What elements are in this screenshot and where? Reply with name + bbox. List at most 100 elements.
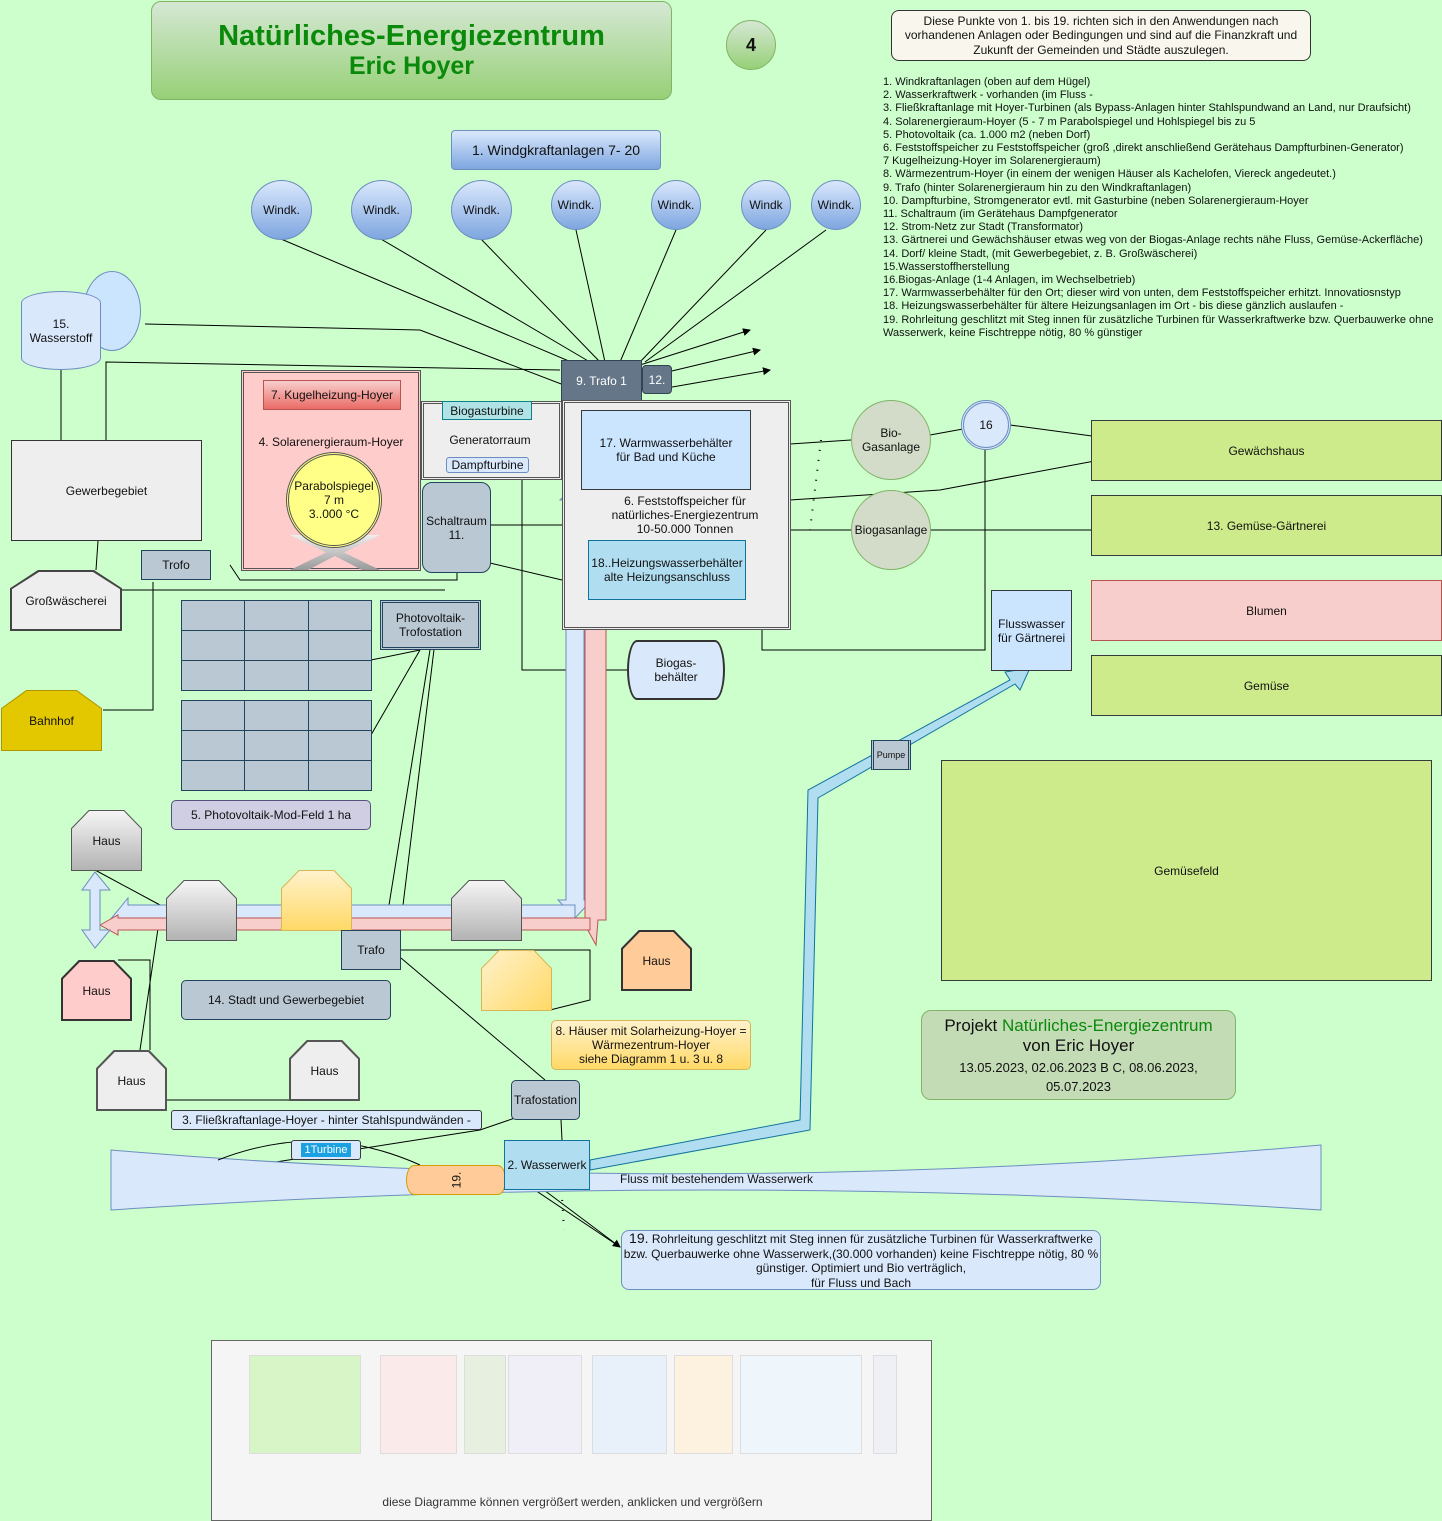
pv-trafo-label: Photovoltaik- (395, 611, 466, 625)
wind-title: 1. Windgkraftanlagen 7- 20 (451, 130, 661, 170)
project-prefix: Projekt (944, 1016, 1002, 1035)
pv-trafo-label2: Trofostation (399, 625, 462, 639)
house-frame (481, 950, 552, 1011)
legend-item: 12. Strom-Netz zur Stadt (Transformator) (883, 221, 1084, 234)
legend-item: 19. Rohrleitung geschlitzt mit Steg inne… (883, 313, 1434, 339)
bahnhof-frame: Bahnhof (1, 690, 102, 751)
wind-turbine: Windk. (451, 180, 512, 240)
project-dates: 13.05.2023, 02.06.2023 B C, 08.06.2023, (959, 1060, 1198, 1075)
project-dates2: 05.07.2023 (1045, 1079, 1112, 1094)
pipe-note: 19. Rohrleitung geschlitzt mit Steg inne… (621, 1230, 1101, 1290)
solar-houses-note-2: Wärmezentrum-Hoyer (591, 1038, 711, 1052)
gallery-thumbnail[interactable] (249, 1355, 361, 1454)
house (452, 881, 521, 940)
turbine-label: 1Turbine (291, 1140, 361, 1160)
biogas-tank-label2: behälter (654, 670, 698, 684)
flusswasser-label2: für Gärtnerei (997, 630, 1066, 645)
wind-turbine: Windk. (551, 180, 601, 230)
legend-item: 1. Windkraftanlagen (oben auf dem Hügel) (883, 76, 1091, 88)
parabol-temp: 3..000 °C (308, 507, 360, 521)
legend-item: 14. Dorf/ kleine Stadt, (mit Gewerbegebi… (883, 247, 1198, 260)
pv-panel-array (181, 700, 372, 791)
hydrogen-num: 15. (52, 316, 70, 331)
biogas1-label: Bio- (880, 426, 902, 440)
solar-room-label: 4. Solarenergieraum-Hoyer (258, 435, 404, 449)
page-title: Natürliches-Energiezentrum Eric Hoyer (151, 1, 672, 100)
house (167, 881, 236, 940)
house-frame: Haus (621, 930, 692, 991)
trafo1-box: 9. Trafo 1 (561, 360, 642, 401)
turbine-tag: 1Turbine (301, 1143, 351, 1157)
gemuese-gaertnerei: 13. Gemüse-Gärtnerei (1091, 495, 1442, 556)
gallery-thumbnail[interactable] (464, 1355, 506, 1454)
title-line2: Eric Hoyer (348, 51, 475, 80)
house-frame (281, 870, 352, 931)
heating-water-tank: 18..Heizungswasserbehälter alte Heizungs… (588, 540, 746, 600)
pipe-note-num: 19. (629, 1230, 649, 1247)
pipe-19-label: 19. (449, 1171, 463, 1189)
pipe-note-line2: für Fluss und Bach (810, 1275, 912, 1290)
legend-item: 2. Wasserkraftwerk - vorhanden (im Fluss… (883, 89, 1093, 102)
wasserwerk: 2. Wasserwerk (504, 1140, 590, 1190)
wind-turbine: Windk. (351, 180, 412, 240)
heating-sub: alte Heizungsanschluss (603, 570, 731, 584)
house-solar (282, 871, 351, 930)
hydrogen-tank: 15. Wasserstoff (21, 291, 101, 370)
house-solar (482, 951, 551, 1010)
river-label: Fluss mit bestehendem Wasserwerk (620, 1172, 813, 1186)
schaltraum-num: 11. (448, 527, 465, 542)
legend-item: 16.Biogas-Anlage (1-4 Anlagen, im Wechse… (883, 274, 1136, 287)
blumen-field: Blumen (1091, 580, 1442, 641)
house: Haus (623, 932, 690, 989)
town-trafo: Trafo (341, 930, 401, 970)
pv-panel-array (181, 600, 372, 691)
gallery-thumbnail[interactable] (592, 1355, 667, 1454)
pipe-note-text: Rohrleitung geschlitzt mit Steg innen fü… (623, 1232, 1099, 1276)
intro-note: Diese Punkte von 1. bis 19. richten sich… (891, 10, 1311, 61)
legend-item: 5. Photovoltaik (ca. 1.000 m2 (neben Dor… (883, 128, 1091, 141)
pv-trafostation: Photovoltaik- Trofostation (380, 600, 481, 650)
house-frame: Haus (61, 960, 132, 1021)
hydrogen-label: Wasserstoff (29, 330, 93, 345)
storage-capacity: 10-50.000 Tonnen (636, 522, 734, 536)
fliesskraft-label: 3. Fließkraftanlage-Hoyer - hinter Stahl… (171, 1110, 482, 1130)
biogas-plant-2: Biogasanlage (851, 490, 931, 570)
gallery-thumbnail[interactable] (740, 1355, 862, 1454)
biogas1-label2: Gasanlage (861, 440, 921, 454)
pv-field-label: 5. Photovoltaik-Mod-Feld 1 ha (171, 800, 371, 830)
gallery-thumbnail[interactable] (508, 1355, 582, 1454)
gallery-caption: diese Diagramme können vergrößert werden… (382, 1495, 763, 1509)
legend-item: 15.Wasserstoffherstellung (883, 260, 1010, 273)
diagram-gallery: diese Diagramme können vergrößert werden… (211, 1340, 932, 1521)
node-16: 16 (961, 400, 1011, 450)
legend-item: 3. Fließkraftanlage mit Hoyer-Turbinen (… (883, 102, 1411, 115)
gallery-thumbnail[interactable] (380, 1355, 457, 1454)
solar-houses-note-1: 8. Häuser mit Solarheizung-Hoyer = (555, 1024, 747, 1038)
solar-houses-note-3: siehe Diagramm 1 u. 3 u. 8 (578, 1052, 724, 1066)
biogas-tank-label: Biogas- (655, 656, 697, 670)
storage-label-1: 6. Feststoffspeicher für (624, 494, 746, 508)
pump: Pumpe (871, 740, 911, 770)
house: Haus (291, 1042, 358, 1099)
wind-turbine: Windk (741, 180, 791, 230)
gallery-thumbnail[interactable] (873, 1355, 897, 1454)
house: Haus (63, 962, 130, 1019)
grosswaescherei: Großwäscherei (12, 572, 120, 629)
legend-item: 7 Kugelheizung-Hoyer im Solarenergieraum… (883, 155, 1101, 168)
house-frame (166, 880, 237, 941)
storage-label: 6. Feststoffspeicher für natürliches-Ene… (590, 492, 780, 538)
kugelheizung-box: 7. Kugelheizung-Hoyer (263, 380, 401, 410)
house: Haus (72, 811, 141, 870)
generator-room-label: Generatorraum (449, 433, 531, 447)
warmwater-sub: für Bad und Küche (616, 450, 716, 464)
title-line1: Natürliches-Energiezentrum (218, 19, 605, 52)
legend-item: 4. Solarenergieraum-Hoyer (5 - 7 m Parab… (883, 115, 1256, 128)
warmwater-label: 17. Warmwasserbehälter (599, 436, 733, 450)
gallery-thumbnail[interactable] (674, 1355, 733, 1454)
grid-12-box: 12. (642, 365, 672, 394)
wind-turbine: Windk. (651, 180, 701, 230)
wind-turbine: Windk. (811, 180, 861, 230)
gewerbegebiet: Gewerbegebiet (11, 440, 202, 541)
house: Haus (98, 1052, 165, 1109)
flusswasser-box: Flusswasser für Gärtnerei (991, 590, 1072, 671)
